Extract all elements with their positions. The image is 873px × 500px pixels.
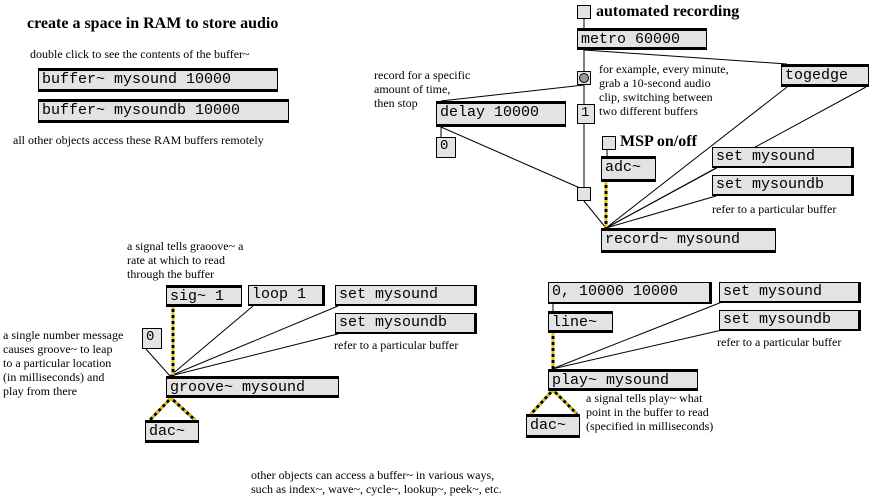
example-comment-line1: for example, every minute, <box>599 62 729 76</box>
signal-cord <box>148 396 173 422</box>
single-number-comment-line3: to a particular location <box>3 356 112 370</box>
remote-access-comment: all other objects access these RAM buffe… <box>13 133 264 147</box>
patch-cord <box>605 195 717 229</box>
example-comment-line3: clip, switching between <box>599 90 713 104</box>
sig-object[interactable]: sig~ 1 <box>166 285 242 307</box>
line-object[interactable]: line~ <box>548 311 613 333</box>
msp-onoff-toggle[interactable] <box>602 136 616 150</box>
delay-number-box[interactable]: 0 <box>436 137 456 158</box>
patch-cord <box>169 305 254 377</box>
double-click-comment: double click to see the contents of the … <box>30 47 250 61</box>
other-objects-comment-line2: such as index~, wave~, cycle~, lookup~, … <box>251 482 502 496</box>
set-mysound-message[interactable]: set mysound <box>712 147 854 168</box>
signal-play-comment-line3: (specified in milliseconds) <box>586 419 714 433</box>
signal-cord <box>529 388 555 416</box>
groove-position-number-box[interactable]: 0 <box>142 328 162 349</box>
set-mysound-play-message[interactable]: set mysound <box>719 282 861 303</box>
bang-button[interactable] <box>577 71 591 85</box>
single-number-comment-line4: (in milliseconds) and <box>3 370 105 384</box>
ramp-message[interactable]: 0, 10000 10000 <box>548 282 712 304</box>
patch-cord <box>583 200 607 229</box>
patch-cord <box>551 329 723 370</box>
refer-buffer-comment-play: refer to a particular buffer <box>717 335 842 349</box>
loop-message[interactable]: loop 1 <box>248 285 325 306</box>
record-specific-comment-line1: record for a specific <box>374 68 471 82</box>
set-mysoundb-groove-message[interactable]: set mysoundb <box>335 313 477 334</box>
dac-play-object[interactable]: dac~ <box>526 414 580 438</box>
example-comment-line2: grab a 10-second audio <box>599 76 711 90</box>
signal-groove-comment-line3: through the buffer <box>127 267 215 281</box>
msp-onoff-label: MSP on/off <box>620 133 697 150</box>
adc-object[interactable]: adc~ <box>601 156 656 182</box>
single-number-comment-line5: play from there <box>3 384 77 398</box>
signal-play-comment-line2: point in the buffer to read <box>586 405 709 419</box>
signal-groove-comment-line1: a signal tells graoove~ a <box>127 239 244 253</box>
play-object[interactable]: play~ mysound <box>548 369 698 391</box>
signal-groove-comment-line2: rate at which to read <box>127 253 225 267</box>
patch-cord <box>440 126 581 189</box>
togedge-object[interactable]: togedge <box>781 64 869 87</box>
title-comment: create a space in RAM to store audio <box>27 15 279 32</box>
set-mysoundb-play-message[interactable]: set mysoundb <box>719 310 861 331</box>
buffer-mysound-object[interactable]: buffer~ mysound 10000 <box>38 68 278 92</box>
stop-bang-button[interactable] <box>577 187 591 201</box>
record-specific-comment-line2: amount of time, <box>374 82 451 96</box>
record-object[interactable]: record~ mysound <box>601 228 776 253</box>
buffer-mysoundb-object[interactable]: buffer~ mysoundb 10000 <box>38 99 289 123</box>
patch-cord <box>169 333 339 377</box>
bang-indicator <box>579 73 589 83</box>
groove-object[interactable]: groove~ mysound <box>166 376 339 398</box>
record-specific-comment-line3: then stop <box>374 96 418 110</box>
patch-cord <box>169 305 339 377</box>
automated-recording-label: automated recording <box>596 3 740 20</box>
example-comment-line4: two different buffers <box>599 104 698 118</box>
metro-object[interactable]: metro 60000 <box>577 28 707 50</box>
single-number-comment-line2: causes groove~ to leap <box>3 342 113 356</box>
delay-object[interactable]: delay 10000 <box>436 101 566 127</box>
set-mysoundb-message[interactable]: set mysoundb <box>712 175 854 196</box>
set-mysound-groove-message[interactable]: set mysound <box>335 285 477 306</box>
automated-recording-toggle[interactable] <box>577 5 591 19</box>
single-number-comment-line1: a single number message <box>3 328 124 342</box>
patch-cord <box>145 348 171 377</box>
refer-buffer-comment-record: refer to a particular buffer <box>712 202 837 216</box>
dac-groove-object[interactable]: dac~ <box>145 420 199 443</box>
signal-cord <box>551 388 579 416</box>
patch-cord <box>440 84 585 102</box>
signal-play-comment-line1: a signal tells play~ what <box>586 391 703 405</box>
refer-buffer-comment-groove: refer to a particular buffer <box>334 338 459 352</box>
number-box-one[interactable]: 1 <box>577 104 595 124</box>
other-objects-comment-line1: other objects can access a buffer~ in va… <box>251 468 495 482</box>
signal-cord <box>169 396 197 422</box>
